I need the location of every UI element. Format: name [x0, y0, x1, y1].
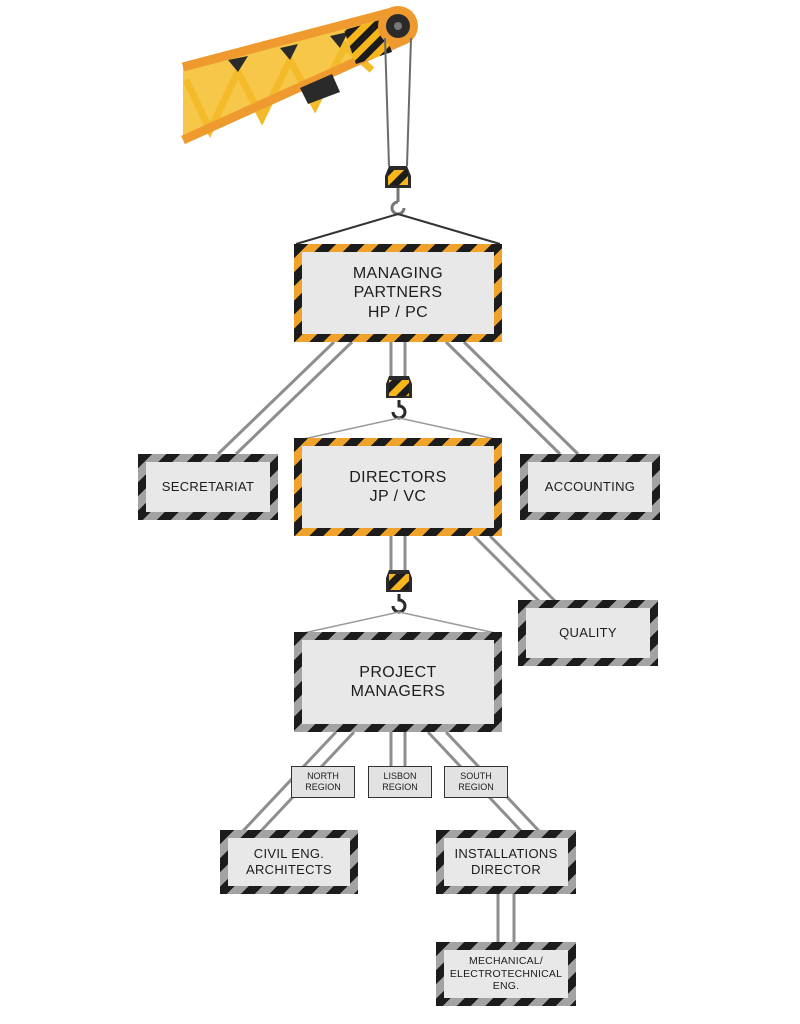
north-region-tag: NORTH REGION	[291, 766, 355, 798]
directors-label: DIRECTORS JP / VC	[302, 446, 494, 528]
quality-box: QUALITY	[518, 600, 658, 666]
top-sling	[295, 213, 501, 245]
managing-partners-box: MANAGING PARTNERS HP / PC	[294, 244, 502, 342]
crane-hook-icon	[298, 376, 501, 441]
mechanical-label: MECHANICAL/ ELECTROTECHNICAL ENG.	[444, 950, 568, 998]
connector-secretariat	[216, 340, 354, 456]
installations-director-label: INSTALLATIONS DIRECTOR	[444, 838, 568, 886]
civil-eng-label: CIVIL ENG. ARCHITECTS	[228, 838, 350, 886]
installations-director-box: INSTALLATIONS DIRECTOR	[436, 830, 576, 894]
crane-hook-icon	[385, 166, 411, 216]
quality-label: QUALITY	[526, 608, 650, 658]
project-managers-box: PROJECT MANAGERS	[294, 632, 502, 732]
mechanical-box: MECHANICAL/ ELECTROTECHNICAL ENG.	[436, 942, 576, 1006]
crane-hook-icon	[298, 570, 501, 635]
accounting-box: ACCOUNTING	[520, 454, 660, 520]
connector-mechanical	[496, 892, 516, 944]
managing-partners-label: MANAGING PARTNERS HP / PC	[302, 252, 494, 334]
secretariat-label: SECRETARIAT	[146, 462, 270, 512]
crane-boom-icon	[181, 7, 406, 145]
connector-lisbon	[389, 732, 407, 768]
directors-box: DIRECTORS JP / VC	[294, 438, 502, 536]
secretariat-box: SECRETARIAT	[138, 454, 278, 520]
connector-project-managers	[389, 536, 407, 572]
crane-cables	[384, 37, 412, 167]
connector-directors	[389, 342, 407, 378]
south-region-tag: SOUTH REGION	[444, 766, 508, 798]
project-managers-label: PROJECT MANAGERS	[302, 640, 494, 724]
civil-eng-box: CIVIL ENG. ARCHITECTS	[220, 830, 358, 894]
lisbon-region-tag: LISBON REGION	[368, 766, 432, 798]
connector-quality	[472, 534, 558, 604]
pulley-icon	[378, 6, 418, 46]
connector-accounting	[444, 340, 580, 456]
accounting-label: ACCOUNTING	[528, 462, 652, 512]
